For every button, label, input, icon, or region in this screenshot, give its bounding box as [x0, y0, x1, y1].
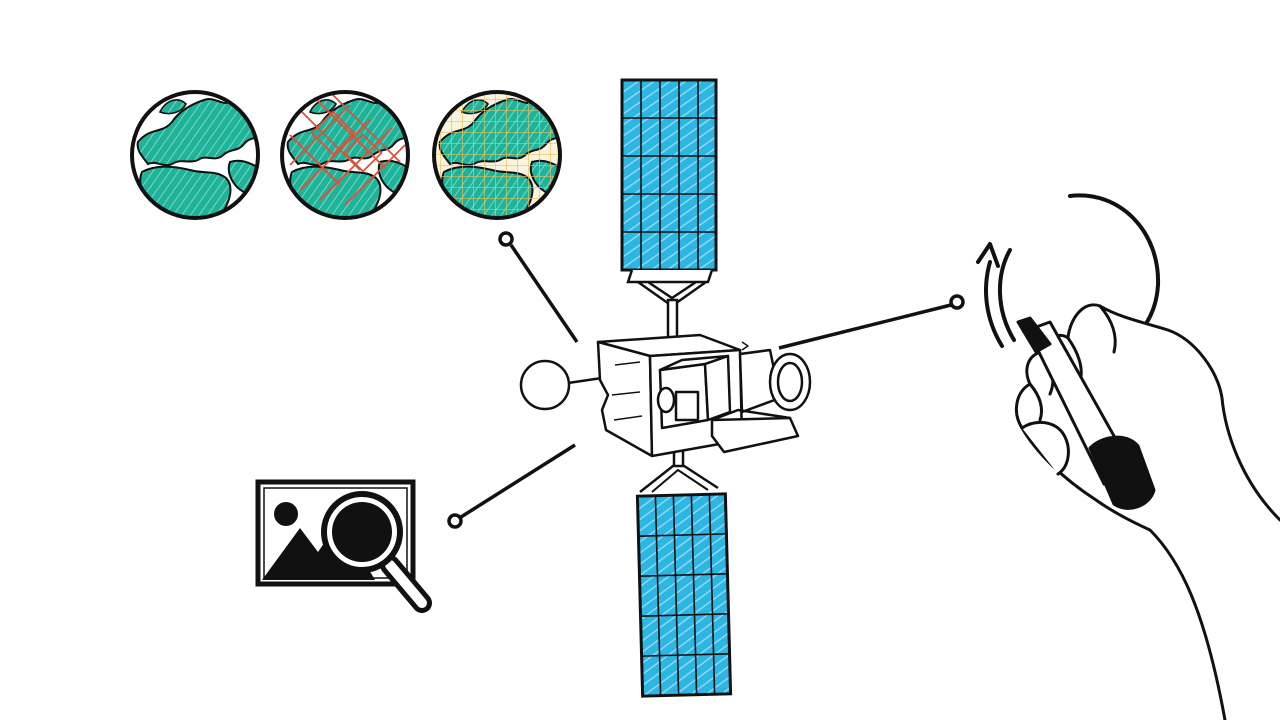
satellite-body — [596, 333, 812, 458]
globe-plain-icon — [130, 90, 260, 220]
solar-panel-bottom — [635, 438, 733, 698]
connector-image — [447, 443, 576, 529]
image-search-icon — [255, 479, 432, 613]
solar-panel-top — [620, 78, 718, 342]
sphere-antenna — [519, 359, 603, 411]
satellite-icon — [519, 78, 812, 698]
drawing-hand-icon — [1014, 303, 1280, 720]
globe-tiled-icon — [280, 90, 410, 220]
marker-pen — [1016, 316, 1156, 510]
globe-gridded-icon — [432, 90, 562, 220]
connector-globes — [498, 231, 579, 343]
connector-rotation — [778, 294, 965, 350]
